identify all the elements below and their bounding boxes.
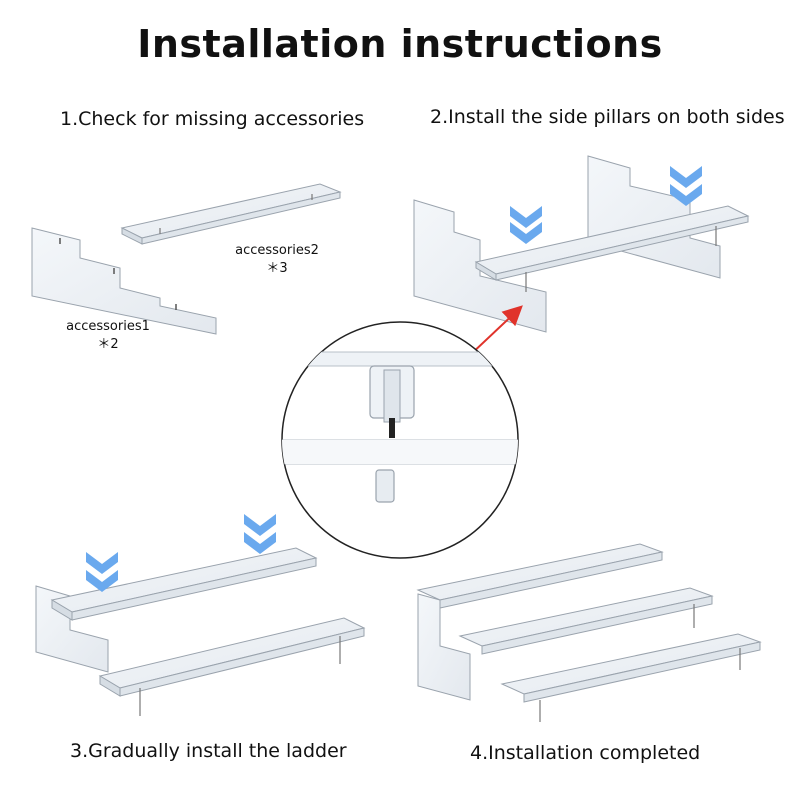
step-2-down-arrow-right-icon [670, 166, 702, 206]
step-2-label: 2.Install the side pillars on both sides [430, 106, 785, 128]
accessory-2-qty: ＊3 [266, 261, 288, 276]
zoom-detail-view [281, 321, 519, 559]
accessory-1-caption: accessories1 ＊2 [58, 318, 158, 354]
step-3-down-arrow-left-icon [86, 552, 118, 592]
accessory-1-side-pillar [31, 227, 217, 335]
step-3-illustration [35, 547, 366, 716]
accessory-1-name: accessories1 [66, 319, 150, 334]
accessory-2-name: accessories2 [235, 243, 319, 258]
step-4-illustration [416, 543, 762, 722]
step-4-label: 4.Installation completed [470, 742, 701, 764]
page-title: Installation instructions [137, 22, 663, 66]
step-2-illustration [413, 155, 750, 333]
step-2-down-arrow-left-icon [510, 206, 542, 244]
step-1-label: 1.Check for missing accessories [60, 108, 365, 130]
accessory-2-caption: accessories2 ＊3 [232, 242, 322, 278]
step-3-down-arrow-right-icon [244, 514, 276, 554]
accessory-2-shelf-board [120, 183, 342, 245]
accessory-1-qty: ＊2 [97, 337, 119, 352]
step-3-label: 3.Gradually install the ladder [70, 740, 347, 762]
